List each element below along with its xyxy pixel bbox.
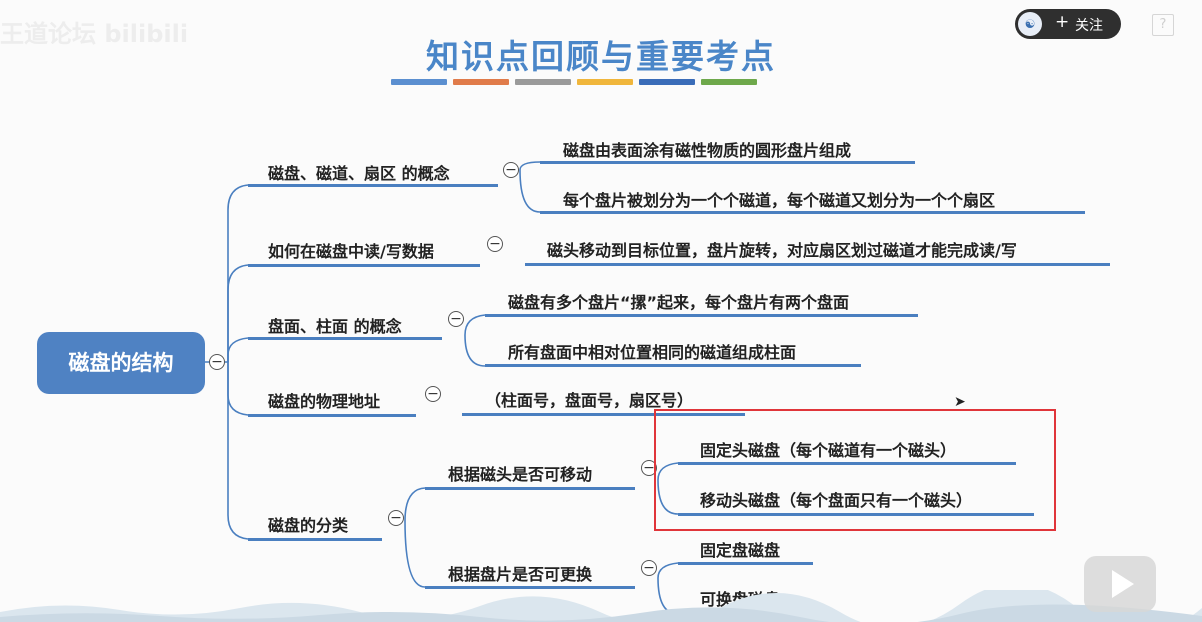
branch-physical-address-underline [248, 414, 416, 417]
leaf-b4-1[interactable]: （柱面号，盘面号，扇区号） [485, 391, 694, 410]
sub-head-movable-underline [425, 487, 635, 490]
collapse-toggle-b5[interactable]: − [388, 510, 404, 526]
collapse-toggle-sub1[interactable]: − [641, 460, 657, 476]
sub-platter-replaceable-underline [425, 586, 635, 589]
title-bar-6 [701, 79, 757, 85]
leaf-b4-1-underline [462, 413, 745, 416]
leaf-b1-2[interactable]: 每个盘片被划分为一个个磁道，每个磁道又划分为一个个扇区 [563, 191, 996, 210]
collapse-toggle-b4[interactable]: − [425, 386, 441, 402]
sub-platter-replaceable-label[interactable]: 根据盘片是否可更换 [448, 565, 593, 584]
mouse-cursor-icon: ➤ [954, 394, 966, 410]
page-title: 知识点回顾与重要考点 [426, 37, 776, 76]
sub-head-movable-label[interactable]: 根据磁头是否可移动 [448, 465, 593, 484]
branch-read-write-underline [248, 264, 480, 267]
branch-disk-track-sector-label[interactable]: 磁盘、磁道、扇区 的概念 [268, 164, 450, 183]
watermark: 王道论坛 bilibili [0, 20, 189, 48]
leaf-b1-2-underline [540, 211, 1085, 214]
leaf-b1-1-underline [540, 161, 915, 164]
leaf-b3-2-underline [485, 364, 861, 367]
collapse-toggle-b3[interactable]: − [448, 311, 464, 327]
leaf-b2-1-underline [525, 263, 1110, 266]
wave-decoration [0, 590, 1202, 622]
leaf-sub1-1-underline [678, 462, 1016, 465]
title-bar-5 [639, 79, 695, 85]
plus-icon: + [1055, 12, 1070, 32]
branch-surface-cylinder-underline [248, 337, 442, 340]
leaf-b3-1-underline [485, 314, 918, 317]
collapse-toggle-sub2[interactable]: − [641, 560, 657, 576]
follow-label: 关注 [1075, 18, 1103, 34]
leaf-b2-1[interactable]: 磁头移动到目标位置，盘片旋转，对应扇区划过磁道才能完成读/写 [547, 241, 1017, 260]
branch-classification-underline [248, 538, 382, 541]
play-button-icon[interactable] [1084, 556, 1156, 612]
title-bar-3 [515, 79, 571, 85]
leaf-sub1-1[interactable]: 固定头磁盘（每个磁道有一个磁头） [700, 441, 957, 460]
branch-disk-track-sector-underline [248, 184, 498, 187]
follow-button[interactable]: ☯ + 关注 [1015, 9, 1121, 39]
leaf-sub1-2[interactable]: 移动头磁盘（每个盘面只有一个磁头） [700, 491, 973, 510]
leaf-b3-1[interactable]: 磁盘有多个盘片“摞”起来，每个盘片有两个盘面 [508, 293, 850, 312]
title-bar-4 [577, 79, 633, 85]
branch-surface-cylinder-label[interactable]: 盘面、柱面 的概念 [268, 317, 402, 336]
logo-icon: ☯ [1018, 12, 1042, 36]
branch-classification-label[interactable]: 磁盘的分类 [268, 516, 349, 535]
help-icon[interactable]: ? [1152, 14, 1174, 36]
leaf-sub2-1-underline [678, 562, 813, 565]
title-bar-1 [391, 79, 447, 85]
leaf-sub2-1[interactable]: 固定盘磁盘 [700, 541, 781, 560]
leaf-b1-1[interactable]: 磁盘由表面涂有磁性物质的圆形盘片组成 [563, 141, 852, 160]
collapse-toggle-b2[interactable]: − [487, 236, 503, 252]
leaf-sub1-2-underline [678, 513, 1034, 516]
highlight-box [654, 409, 1056, 531]
collapse-toggle-b1[interactable]: − [503, 162, 519, 178]
branch-physical-address-label[interactable]: 磁盘的物理地址 [268, 392, 381, 411]
title-bar-2 [453, 79, 509, 85]
collapse-toggle-root[interactable]: − [209, 354, 225, 370]
branch-read-write-label[interactable]: 如何在磁盘中读/写数据 [268, 242, 434, 261]
leaf-b3-2[interactable]: 所有盘面中相对位置相同的磁道组成柱面 [508, 343, 797, 362]
root-node[interactable]: 磁盘的结构 [37, 332, 205, 394]
